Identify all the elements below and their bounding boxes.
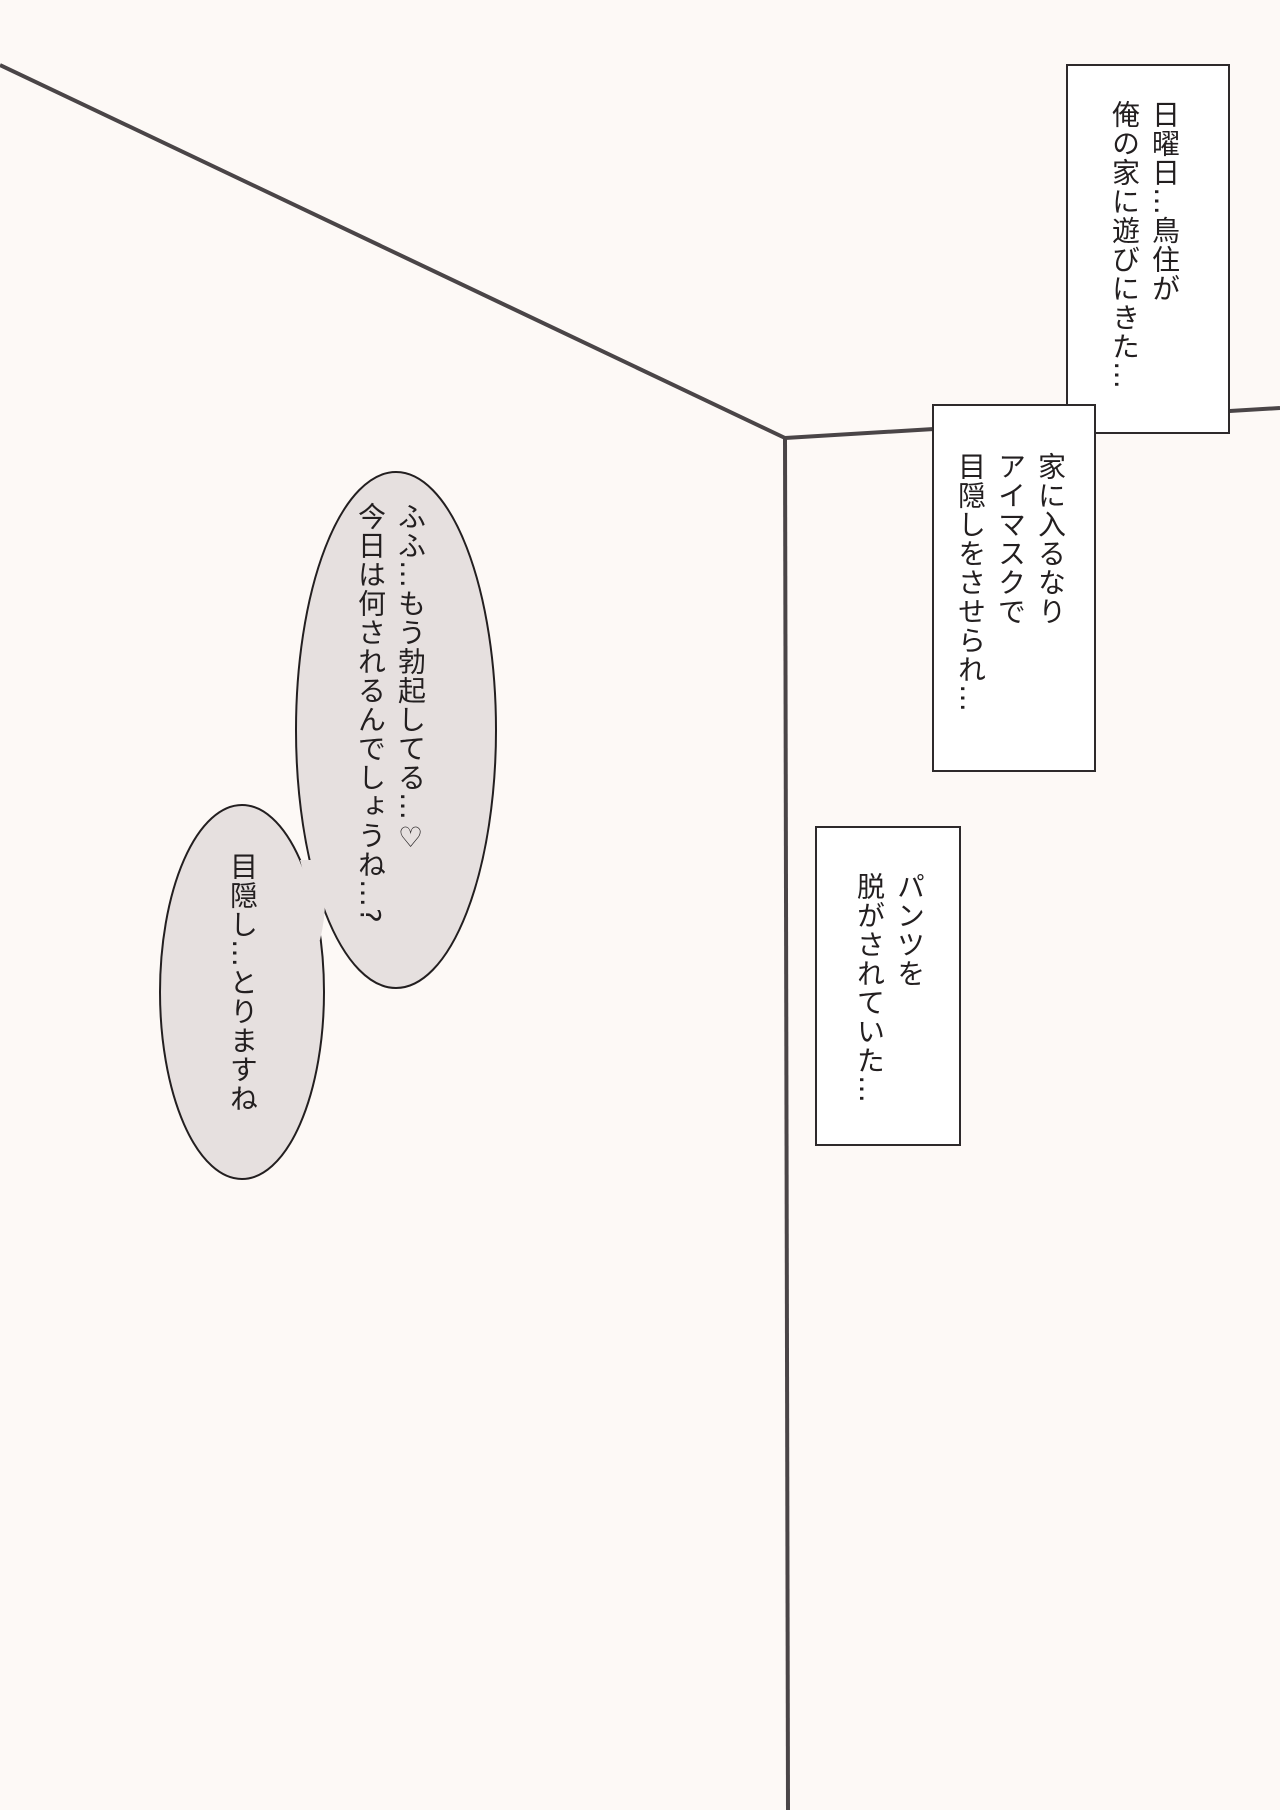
caption-box-3: パンツを 脱がされていた…	[815, 826, 961, 1146]
bubble-large-line-2: 今日は何されるんでしょうね…?	[354, 502, 387, 924]
caption-1-line-1: 日曜日…鳥住が	[1148, 100, 1181, 303]
speech-bubble-small-text: 目隠し…とりますね	[222, 852, 262, 1152]
wall-corner-vertical	[783, 437, 790, 1810]
ceiling-edge-left	[0, 63, 786, 440]
caption-2-line-3: 目隠しをさせられ…	[954, 452, 987, 713]
speech-bubble-large-text: ふふ…もう勃起してる…♡ 今日は何されるんでしょうね…?	[350, 502, 430, 962]
caption-3-line-1: パンツを	[893, 872, 926, 988]
caption-3-line-2: 脱がされていた…	[853, 872, 886, 1104]
speech-bubble-group	[159, 471, 497, 1180]
caption-box-2: 家に入るなり アイマスクで 目隠しをさせられ…	[932, 404, 1096, 772]
caption-2-line-2: アイマスクで	[994, 452, 1027, 626]
caption-2-line-1: 家に入るなり	[1034, 452, 1067, 626]
bubble-large-line-1: ふふ…もう勃起してる…♡	[394, 502, 427, 855]
caption-box-1: 日曜日…鳥住が 俺の家に遊びにきた…	[1066, 64, 1230, 434]
caption-1-line-2: 俺の家に遊びにきた…	[1108, 100, 1141, 390]
bubble-small-line-1: 目隠し…とりますね	[226, 852, 259, 1113]
